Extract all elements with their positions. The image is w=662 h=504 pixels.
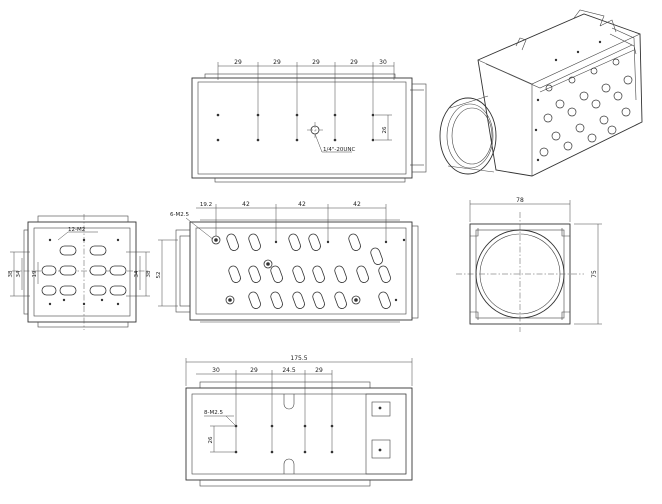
top-dim-2: 29 [273, 59, 281, 66]
front-view: 78 75 [456, 197, 602, 332]
left-end-view: 12-M2 38 34 19 34 38 [8, 214, 152, 330]
left-dim-34: 34 [16, 270, 22, 277]
bottom-dim-2: 29 [250, 367, 258, 374]
isometric-view [439, 9, 643, 177]
side-dim-3: 42 [353, 201, 361, 208]
front-width-dim: 78 [516, 197, 524, 204]
left-dim-r38: 38 [146, 270, 152, 277]
side-view: 52 19.2 42 42 42 6-M2.5 [156, 201, 419, 323]
side-height-dim: 52 [156, 272, 162, 279]
top-dim-3: 29 [312, 59, 320, 66]
bottom-overall-length: 175.5 [290, 355, 307, 362]
side-hole-callout: 6-M2.5 [170, 212, 189, 218]
bottom-dim-3: 24.5 [282, 367, 296, 374]
bottom-dim-1: 30 [212, 367, 220, 374]
left-dim-r34: 34 [134, 270, 140, 277]
top-dim-4: 29 [350, 59, 358, 66]
left-hole-callout: 12-M2 [68, 227, 85, 233]
left-dim-19: 19 [32, 270, 38, 277]
front-height-dim: 75 [591, 270, 598, 278]
bottom-vertical-dim: 26 [208, 436, 214, 443]
bottom-dim-4: 29 [315, 367, 323, 374]
bottom-view: 175.5 30 29 24.5 29 8-M2.5 26 [185, 355, 413, 487]
side-start-dim: 19.2 [200, 202, 212, 208]
top-dim-1: 29 [234, 59, 242, 66]
side-dim-1: 42 [242, 201, 250, 208]
top-thread-callout: 1/4"-20UNC [323, 147, 356, 153]
left-dim-38: 38 [8, 270, 14, 277]
top-view: 29 29 29 29 30 1/4"-20UNC 26 [191, 59, 427, 183]
side-dim-2: 42 [298, 201, 306, 208]
top-dim-5: 30 [379, 59, 387, 66]
bottom-hole-callout: 8-M2.5 [204, 410, 223, 416]
top-vertical-dim: 26 [382, 126, 388, 133]
